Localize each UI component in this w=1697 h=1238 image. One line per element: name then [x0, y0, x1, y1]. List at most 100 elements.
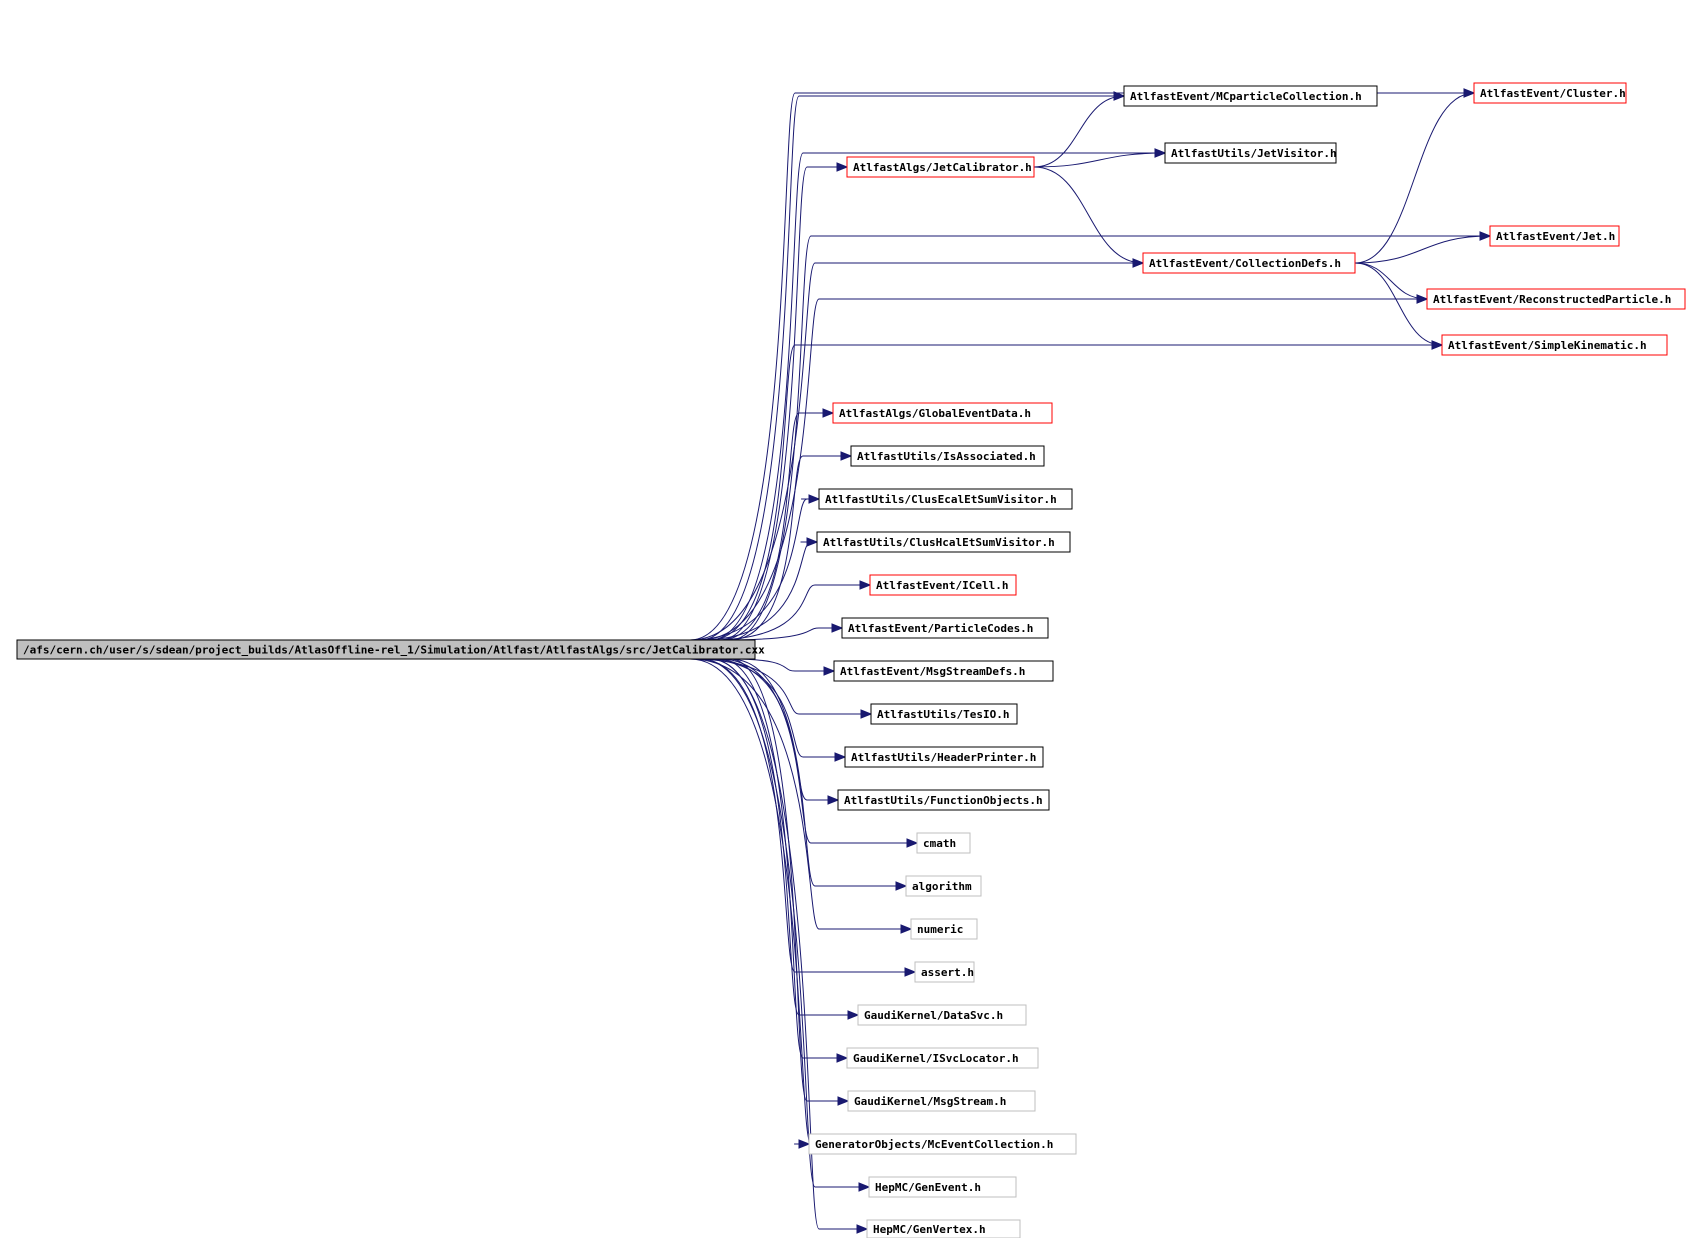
node-atlfastutils-jetvisitor-h[interactable]: AtlfastUtils/JetVisitor.h [1164, 142, 1337, 164]
edge-arrowhead [831, 623, 844, 633]
edge-root-to-isassoc [729, 455, 851, 641]
node-label: HepMC/GenVertex.h [873, 1223, 986, 1236]
edge-root-to-mcpc [699, 95, 1124, 641]
node-atlfastevent-simplekinematic-h[interactable]: AtlfastEvent/SimpleKinematic.h [1441, 334, 1668, 356]
node-box [833, 660, 1054, 682]
node-label: AtlfastUtils/ClusEcalEtSumVisitor.h [825, 493, 1057, 506]
node-label: AtlfastEvent/SimpleKinematic.h [1448, 339, 1647, 352]
node-box [841, 617, 1049, 639]
node-gaudikernel-isvclocator-h: GaudiKernel/ISvcLocator.h [846, 1047, 1039, 1069]
edge-root-to-recopart [699, 298, 1427, 641]
node-afs-cern-ch-user-s-sdean-project-builds-atlasoffline-rel-1-simulation-atlfast-atlfastalgs-src-jetcalibrator-cxx[interactable]: /afs/cern.ch/user/s/sdean/project_builds… [16, 639, 765, 660]
node-label: AtlfastUtils/HeaderPrinter.h [851, 751, 1036, 764]
node-box [1142, 252, 1356, 274]
edge-arrowhead [856, 1224, 869, 1234]
node-atlfastutils-tesio-h[interactable]: AtlfastUtils/TesIO.h [870, 703, 1018, 725]
node-atlfastutils-clusecaletsumvisitor-h[interactable]: AtlfastUtils/ClusEcalEtSumVisitor.h [818, 488, 1073, 510]
node-label: AtlfastUtils/IsAssociated.h [857, 450, 1036, 463]
node-label: GaudiKernel/ISvcLocator.h [853, 1052, 1019, 1065]
node-numeric: numeric [910, 918, 978, 940]
node-gaudikernel-msgstream-h: GaudiKernel/MsgStream.h [847, 1090, 1036, 1112]
node-generatorobjects-mceventcollection-h: GeneratorObjects/McEventCollection.h [808, 1133, 1077, 1155]
edge-root-to-mcevtcoll [689, 658, 814, 1145]
node-label: GaudiKernel/MsgStream.h [854, 1095, 1006, 1108]
node-box [1441, 334, 1668, 356]
node-atlfastevent-jet-h[interactable]: AtlfastEvent/Jet.h [1489, 225, 1620, 247]
node-label: AtlfastEvent/ReconstructedParticle.h [1433, 293, 1671, 306]
node-box [1473, 82, 1627, 104]
node-label: cmath [923, 837, 956, 850]
edge-root-to-jetcal [719, 166, 847, 641]
edge-arrowhead [1416, 294, 1429, 304]
edge-arrowhead [1113, 91, 1126, 101]
node-atlfastutils-headerprinter-h[interactable]: AtlfastUtils/HeaderPrinter.h [844, 746, 1044, 768]
node-hepmc-genvertex-h: HepMC/GenVertex.h [866, 1219, 1021, 1238]
edge-root-to-cluster [689, 92, 1474, 641]
node-label: AtlfastUtils/FunctionObjects.h [844, 794, 1043, 807]
edge-arrowhead [900, 924, 913, 934]
node-atlfastevent-collectiondefs-h[interactable]: AtlfastEvent/CollectionDefs.h [1142, 252, 1356, 274]
node-atlfastutils-isassociated-h[interactable]: AtlfastUtils/IsAssociated.h [850, 445, 1045, 467]
node-label: AtlfastEvent/ICell.h [876, 579, 1008, 592]
edge-arrowhead [895, 881, 908, 891]
node-box [857, 1004, 1027, 1026]
node-atlfastutils-clushcaletsumvisitor-h[interactable]: AtlfastUtils/ClusHcalEtSumVisitor.h [816, 531, 1071, 553]
node-atlfastevent-mcparticlecollection-h[interactable]: AtlfastEvent/MCparticleCollection.h [1123, 85, 1378, 107]
node-label: AtlfastUtils/ClusHcalEtSumVisitor.h [823, 536, 1055, 549]
node-box [1489, 225, 1620, 247]
node-label: AtlfastEvent/MCparticleCollection.h [1130, 90, 1362, 103]
edge-arrowhead [1479, 231, 1492, 241]
node-atlfastutils-functionobjects-h[interactable]: AtlfastUtils/FunctionObjects.h [837, 789, 1050, 811]
edge-colldefs-to-jet [1354, 235, 1491, 264]
edge-arrowhead [836, 162, 849, 172]
edge-colldefs-to-cluster [1354, 92, 1475, 264]
node-atlfastevent-cluster-h[interactable]: AtlfastEvent/Cluster.h [1473, 82, 1627, 104]
edge-root-to-numeric [689, 658, 911, 930]
edge-colldefs-to-simplekin [1354, 262, 1443, 346]
node-box [818, 488, 1073, 510]
node-box [914, 961, 975, 983]
node-atlfastevent-icell-h[interactable]: AtlfastEvent/ICell.h [869, 574, 1017, 596]
node-label: AtlfastEvent/Jet.h [1496, 230, 1615, 243]
edge-root-to-msgstream [729, 658, 848, 1102]
graph-nodes: /afs/cern.ch/user/s/sdean/project_builds… [16, 82, 1686, 1238]
edge-arrowhead [1463, 88, 1476, 98]
edge-arrowhead [859, 580, 872, 590]
node-box [16, 639, 756, 660]
node-box [1123, 85, 1378, 107]
node-box [870, 703, 1018, 725]
edge-root-to-colldefs [689, 262, 1143, 641]
edge-arrowhead [1431, 340, 1444, 350]
edge-arrowhead [1154, 148, 1167, 158]
node-assert-h: assert.h [914, 961, 975, 983]
node-box [868, 1176, 1017, 1198]
edge-arrowhead [822, 408, 835, 418]
node-label: AtlfastEvent/Cluster.h [1480, 87, 1626, 100]
node-label: GaudiKernel/DataSvc.h [864, 1009, 1003, 1022]
node-label: AtlfastEvent/ParticleCodes.h [848, 622, 1033, 635]
edge-root-to-simplekin [709, 344, 1442, 641]
edge-jetcal-to-jetvisitor [1033, 152, 1166, 168]
node-label: AtlfastAlgs/GlobalEventData.h [839, 407, 1031, 420]
node-algorithm: algorithm [905, 875, 982, 897]
edge-arrowhead [837, 1096, 850, 1106]
node-atlfastevent-reconstructedparticle-h[interactable]: AtlfastEvent/ReconstructedParticle.h [1426, 288, 1686, 310]
edge-root-to-genvertex [709, 658, 867, 1230]
node-atlfastalgs-jetcalibrator-h[interactable]: AtlfastAlgs/JetCalibrator.h [846, 156, 1035, 178]
node-atlfastevent-msgstreamdefs-h[interactable]: AtlfastEvent/MsgStreamDefs.h [833, 660, 1054, 682]
node-atlfastalgs-globaleventdata-h[interactable]: AtlfastAlgs/GlobalEventData.h [832, 402, 1053, 424]
node-box [846, 156, 1035, 178]
node-label: AtlfastUtils/TesIO.h [877, 708, 1009, 721]
edge-arrowhead [906, 838, 919, 848]
edge-arrowhead [860, 709, 873, 719]
edge-jetcal-to-mcpc [1033, 95, 1125, 168]
edge-arrowhead [840, 451, 853, 461]
edge-arrowhead [827, 795, 840, 805]
edge-arrowhead [836, 1053, 849, 1063]
node-box [916, 832, 971, 854]
edge-root-to-icell [709, 584, 870, 641]
node-atlfastevent-particlecodes-h[interactable]: AtlfastEvent/ParticleCodes.h [841, 617, 1049, 639]
node-box [846, 1047, 1039, 1069]
node-label: AtlfastEvent/MsgStreamDefs.h [840, 665, 1025, 678]
